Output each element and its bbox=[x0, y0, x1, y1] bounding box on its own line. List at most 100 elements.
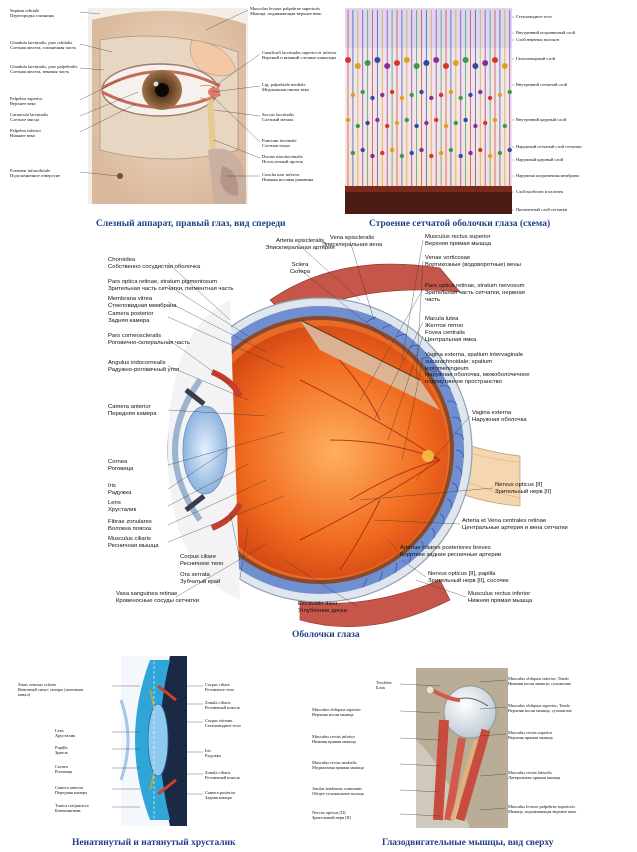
muscle-label-russian: Мышца, поднимающая верхнее веко bbox=[508, 809, 577, 815]
lacrimal-label-latin: Foramen infraorbitale bbox=[10, 168, 51, 173]
leader-line bbox=[399, 683, 441, 687]
eyeball-illustration bbox=[167, 263, 521, 627]
coats-right-label-russian: Центральные артерия и вена сетчатки bbox=[462, 524, 568, 531]
leader-line bbox=[167, 284, 249, 337]
lacrimal-illustration bbox=[88, 8, 248, 205]
lacrimal-label-latin: Caruncula lacrimalis bbox=[10, 112, 49, 117]
retina-cell bbox=[483, 120, 488, 126]
lacrimal-label-russian: Слезная точка bbox=[262, 143, 290, 149]
leader-line bbox=[479, 733, 507, 737]
muscle-label-latin: Trochlea bbox=[376, 680, 392, 685]
choroid-vessel bbox=[451, 482, 459, 492]
coats-right-label-russian: Центральная ямка bbox=[425, 336, 477, 343]
leader-line bbox=[399, 710, 441, 714]
lens-illustration bbox=[119, 656, 187, 826]
retina-cell bbox=[487, 153, 493, 159]
choroid-vessel bbox=[454, 466, 463, 475]
muscle-label-latin: Musculus levator palpebrae superioris bbox=[508, 804, 575, 809]
coats-right-label-russian: Вортикозные (водоворотные) вены bbox=[425, 261, 521, 268]
lacrimal-label-russian: Мышца, поднимающая верхнее веко bbox=[250, 11, 322, 17]
muscles-illustration bbox=[416, 668, 508, 828]
coats-left-label-latin: Camera anterior bbox=[108, 404, 151, 410]
retina-cell bbox=[370, 153, 375, 159]
coats-right-label-latin: Venae vorticosae bbox=[425, 255, 471, 261]
coats-right-label-russian: Верхняя прямая мышца bbox=[425, 240, 492, 247]
lacrimal-label-russian: Носослезный проток bbox=[262, 159, 304, 165]
retina-cell bbox=[354, 63, 361, 69]
lacrimal-label-latin: Palpebra superior bbox=[10, 96, 43, 101]
retina-cell bbox=[468, 150, 473, 156]
lacrimal-label-russian: Нижнее веко bbox=[10, 133, 36, 139]
coats-left-label-latin: Musculus ciliaris bbox=[108, 536, 151, 542]
lacrimal-label-russian: Медиальная связка века bbox=[262, 87, 309, 93]
coats-left-label-latin: Camera posterior bbox=[108, 311, 154, 317]
coats-left-label-latin: Pars optica retinae, stratum pigmentosum bbox=[108, 279, 218, 285]
leader-line bbox=[359, 487, 494, 501]
leader-line bbox=[479, 679, 507, 683]
lacrimal-label-latin: Lig. palpebrale mediale bbox=[262, 82, 306, 87]
coats-left-label-latin: Excavatio disci bbox=[298, 601, 337, 607]
choroid-vessel bbox=[439, 513, 445, 524]
retina-label: Внутренний пограничный слой bbox=[516, 30, 575, 35]
retina-label: Наружная пограничная мембрана bbox=[516, 173, 579, 178]
coats-right-label-latin: Fovea centralis bbox=[425, 330, 465, 336]
retina-cell bbox=[360, 147, 365, 153]
retina-cell bbox=[507, 89, 512, 95]
retina-cell bbox=[434, 117, 439, 123]
leader-line bbox=[79, 11, 101, 15]
leader-line bbox=[167, 365, 249, 401]
coats-left-label-russian: Собственно сосудистая оболочка bbox=[108, 263, 201, 270]
retina-cell bbox=[389, 89, 395, 95]
muscle-label-russian: Верхняя косая мышца bbox=[312, 712, 354, 718]
coats-left-label-russian: Радужка bbox=[108, 489, 132, 496]
coats-right-label-russian: Зрительная часть сетчатки, нервная часть bbox=[425, 289, 525, 303]
retina-cell bbox=[492, 117, 498, 123]
coats-left-label-russian: Зрительная часть сетчатки, пигментная ча… bbox=[108, 285, 234, 292]
retina-cell bbox=[429, 153, 434, 159]
muscle-label-latin: Musculus rectus inferior bbox=[312, 734, 355, 739]
retina-cell bbox=[384, 63, 391, 69]
choroid-vessel bbox=[420, 357, 432, 360]
retina-cell bbox=[463, 117, 468, 123]
coats-left-label-russian: Хрусталик bbox=[108, 506, 137, 513]
caption-coats: Оболочки глаза bbox=[292, 630, 360, 640]
choroid-vessel bbox=[395, 333, 407, 338]
muscle-label-latin: Musculus obliquus superior bbox=[312, 707, 361, 712]
retina-label: Внутренний ядерный слой bbox=[516, 117, 566, 122]
retina-cell bbox=[375, 117, 380, 123]
lacrimal-label-latin: Ductus nasolacrimalis bbox=[262, 154, 303, 159]
muscle-label-russian: Латеральная прямая мышца bbox=[508, 775, 561, 781]
coats-left-label-russian: Роговица bbox=[108, 465, 134, 472]
leader-line bbox=[387, 539, 399, 552]
muscle-label-latin: Nervus opticus [II] bbox=[312, 810, 346, 815]
leader-line bbox=[79, 43, 113, 53]
retina-label: Внутренний сетчатый слой bbox=[516, 82, 568, 87]
coats-right-label-latin: Sclera bbox=[291, 262, 309, 268]
retina-cell bbox=[478, 147, 483, 153]
choroid-vessel bbox=[446, 498, 453, 509]
retina-cell bbox=[350, 92, 356, 98]
coats-left-label-latin: Cornea bbox=[108, 459, 128, 465]
coats-left-label-russian: Кровеносные сосуды сетчатки bbox=[116, 597, 199, 604]
leader-line bbox=[479, 807, 507, 811]
lacrimal-label-russian: Слезная железа, глазничная часть bbox=[10, 45, 76, 51]
